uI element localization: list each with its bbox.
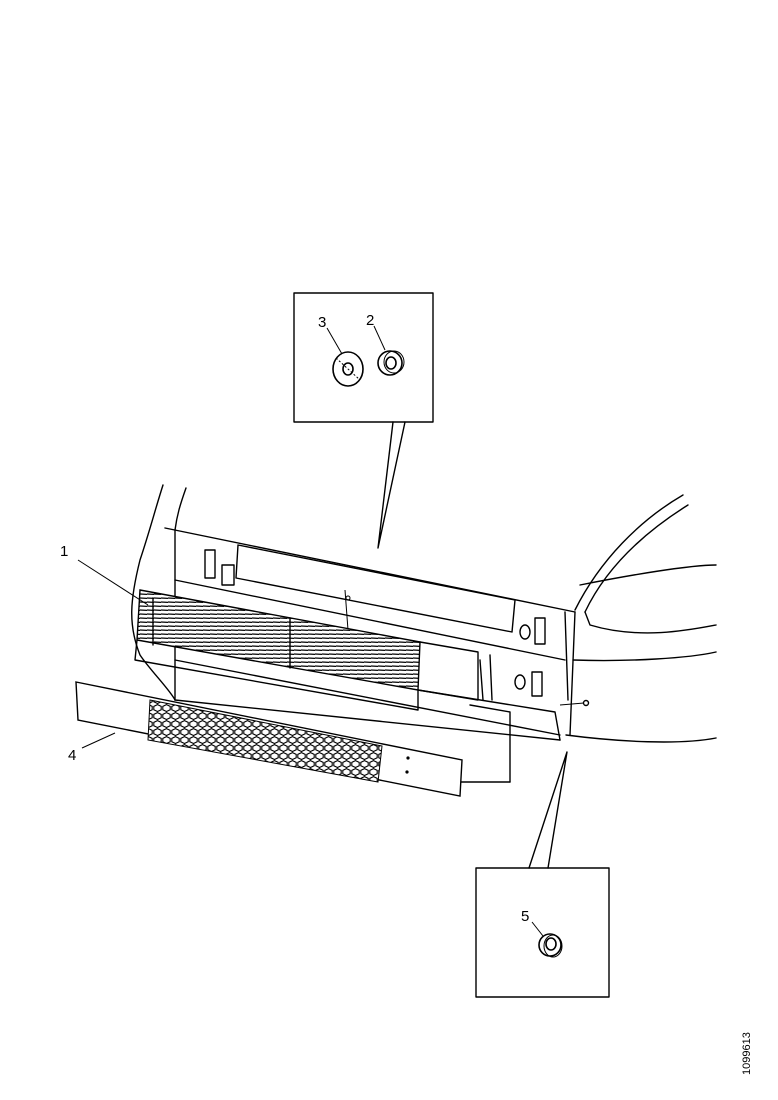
callout-5: 5 xyxy=(521,908,529,925)
callout-1: 1 xyxy=(60,543,68,560)
detail-box-a-pointer xyxy=(377,421,406,549)
callout-3: 3 xyxy=(318,314,326,331)
clip-nut-part-5 xyxy=(538,933,563,958)
detail-box-washer-nut xyxy=(293,292,434,423)
callout-2: 2 xyxy=(366,312,374,329)
detail-box-clip-nut xyxy=(475,867,610,998)
nut-part-2 xyxy=(377,350,405,376)
radiator-grille xyxy=(134,589,561,741)
detail-box-b-pointer xyxy=(528,751,568,869)
cab-body-outline xyxy=(131,484,717,783)
washer-part-3 xyxy=(332,351,364,387)
drawing-id: 1099613 xyxy=(741,1032,753,1075)
callout-1-leader xyxy=(77,559,149,606)
lower-mesh-panel xyxy=(75,681,463,797)
callout-4: 4 xyxy=(68,747,76,764)
callout-4-leader xyxy=(81,732,116,749)
